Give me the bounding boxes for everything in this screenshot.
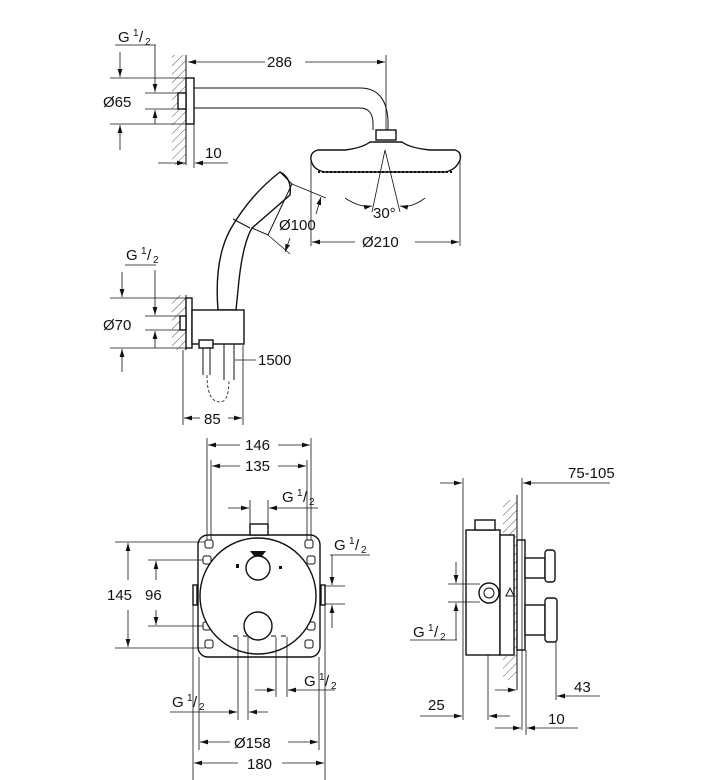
bracket-thread-label: G 1 / 2 <box>126 246 159 266</box>
temperature-knob <box>243 611 273 641</box>
svg-text:2: 2 <box>331 681 337 692</box>
depth-10-label: 10 <box>548 711 565 728</box>
hand-shower-diameter-label: Ø100 <box>279 217 316 234</box>
svg-text:/: / <box>434 624 439 641</box>
svg-text:G: G <box>282 489 294 506</box>
shower-arm <box>194 87 389 130</box>
hand-shower-view: Ø100 G 1 / 2 Ø70 1500 85 <box>103 171 327 428</box>
svg-text:1: 1 <box>297 488 303 499</box>
outer-width-label: 146 <box>245 437 270 454</box>
svg-text:G: G <box>118 29 130 46</box>
wall-range-label: 75-105 <box>568 465 615 482</box>
svg-text:2: 2 <box>440 632 446 643</box>
svg-text:/: / <box>139 29 144 46</box>
depth-43-label: 43 <box>574 679 591 696</box>
hose-length-label: 1500 <box>258 352 291 369</box>
svg-text:2: 2 <box>145 37 151 48</box>
svg-text:/: / <box>193 694 198 711</box>
side-thread-label: G 1 / 2 <box>413 623 446 643</box>
svg-text:/: / <box>303 489 308 506</box>
inner-width-label: 135 <box>245 458 270 475</box>
head-shower-view: 30° 286 G 1 / 2 Ø65 10 Ø210 <box>103 28 462 251</box>
svg-text:G: G <box>413 624 425 641</box>
bracket-diameter-label: Ø70 <box>103 317 131 334</box>
flange-diameter-label: Ø65 <box>103 94 131 111</box>
arm-length-label: 286 <box>267 54 292 71</box>
right-thread-label: G 1 / 2 <box>334 536 367 556</box>
plate-width-label: 180 <box>247 756 272 773</box>
bottom-right-thread-label: G 1 / 2 <box>304 672 337 692</box>
svg-text:1: 1 <box>187 693 193 704</box>
wall-flange <box>185 77 195 125</box>
outer-height-label: 145 <box>107 587 132 604</box>
svg-text:1: 1 <box>428 623 434 634</box>
depth-25-label: 25 <box>428 697 445 714</box>
flange-depth-label: 10 <box>205 145 222 162</box>
arm-nut <box>375 129 397 141</box>
head-diameter-label: Ø210 <box>362 234 399 251</box>
wall-cover <box>516 539 526 651</box>
cover-diameter-label: Ø158 <box>234 735 271 752</box>
wall-outlet-bracket <box>191 309 245 345</box>
svg-text:2: 2 <box>309 497 315 508</box>
svg-text:2: 2 <box>199 702 205 713</box>
svg-text:G: G <box>172 694 184 711</box>
svg-text:G: G <box>304 673 316 690</box>
svg-text:G: G <box>126 247 138 264</box>
thermostat-front-view: 146 135 G 1 / 2 G 1 / 2 145 96 <box>107 437 370 780</box>
head-shower <box>310 141 462 173</box>
svg-text:1: 1 <box>349 536 355 547</box>
top-thread-label: G 1 / 2 <box>282 488 315 508</box>
bottom-left-thread-label: G 1 / 2 <box>172 693 205 713</box>
inner-height-label: 96 <box>145 587 162 604</box>
spray-angle-label: 30° <box>373 205 396 222</box>
svg-text:1: 1 <box>141 246 147 257</box>
hand-shower <box>216 171 291 311</box>
diverter-knob <box>245 555 271 581</box>
svg-text:2: 2 <box>361 545 367 556</box>
side-knob <box>544 597 558 643</box>
svg-text:1: 1 <box>133 28 139 39</box>
bracket-projection-label: 85 <box>204 411 221 428</box>
wall-hatch <box>172 55 186 165</box>
inlet-thread-label: G 1 / 2 <box>118 28 151 48</box>
thermostat-side-view: 75-105 G 1 / 2 25 43 10 <box>410 465 615 735</box>
svg-text:1: 1 <box>319 672 325 683</box>
cover-plate <box>199 537 317 655</box>
svg-text:/: / <box>355 537 360 554</box>
svg-text:G: G <box>334 537 346 554</box>
svg-text:/: / <box>147 247 152 264</box>
svg-text:/: / <box>325 673 330 690</box>
svg-text:2: 2 <box>153 255 159 266</box>
